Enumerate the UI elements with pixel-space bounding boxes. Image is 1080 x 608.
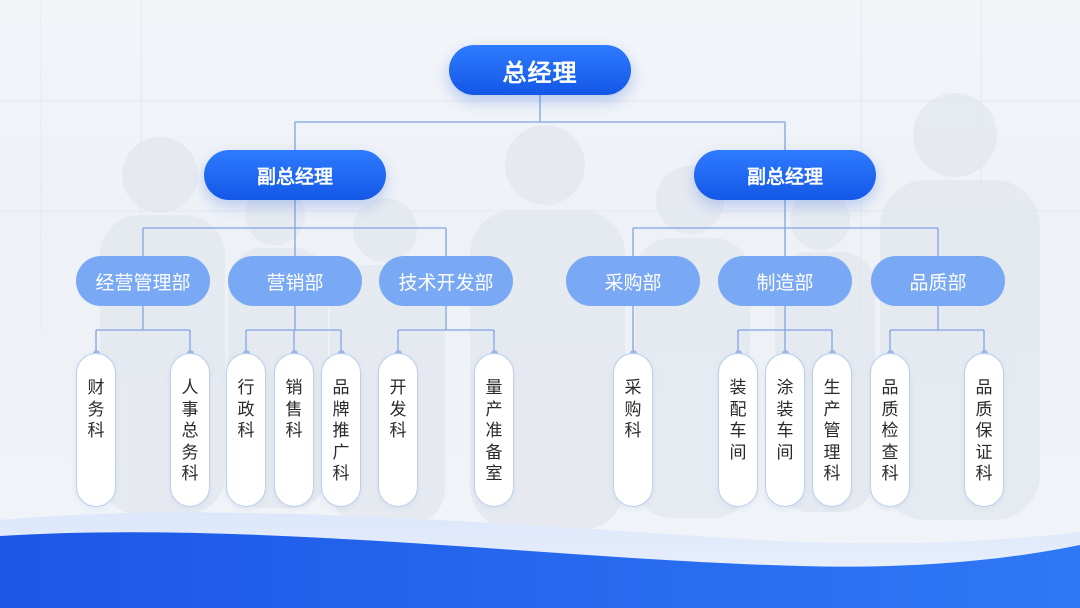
node-deputy-gm-left: 副总经理: [204, 150, 386, 200]
section-char: 科: [87, 421, 105, 441]
section-char: 广: [332, 442, 350, 463]
node-dept-manufacturing: 制造部: [718, 256, 852, 306]
section-char: 间: [776, 442, 794, 463]
section-char: 保: [975, 421, 993, 441]
section-char: 购: [624, 399, 642, 420]
node-dept-marketing: 营销部: [228, 256, 362, 306]
section-char: 量: [485, 378, 503, 398]
node-section: 装配车间: [718, 353, 758, 507]
node-section: 开发科: [378, 353, 418, 507]
section-char: 事: [181, 399, 199, 420]
section-char: 开: [389, 378, 407, 398]
node-dept-business-management: 经营管理部: [76, 256, 210, 306]
node-label: 制造部: [756, 271, 814, 294]
section-char: 品: [975, 378, 993, 398]
node-section: 涂装车间: [765, 353, 805, 507]
section-char: 室: [485, 464, 503, 484]
node-dept-quality: 品质部: [871, 256, 1005, 306]
section-char: 质: [881, 399, 899, 420]
section-char: 车: [729, 421, 747, 441]
section-char: 推: [332, 421, 350, 441]
section-char: 务: [181, 442, 199, 463]
node-section: 生产管理科: [812, 353, 852, 507]
section-char: 装: [729, 378, 747, 398]
section-char: 科: [624, 421, 642, 441]
section-char: 财: [87, 378, 105, 398]
node-label: 营销部: [266, 271, 324, 294]
section-char: 务: [87, 399, 105, 420]
node-label: 采购部: [604, 271, 662, 294]
section-char: 人: [181, 378, 199, 398]
node-label: 总经理: [502, 58, 578, 87]
node-section: 人事总务科: [170, 353, 210, 507]
section-char: 品: [881, 378, 899, 398]
section-char: 理: [823, 442, 841, 463]
node-section: 行政科: [226, 353, 266, 507]
section-char: 产: [485, 399, 503, 420]
section-char: 科: [975, 464, 993, 484]
node-dept-tech-development: 技术开发部: [379, 256, 513, 306]
node-section: 品质保证科: [964, 353, 1004, 507]
node-section: 财务科: [76, 353, 116, 507]
section-char: 备: [485, 442, 503, 463]
section-char: 管: [823, 421, 841, 441]
section-char: 涂: [776, 378, 794, 398]
section-char: 科: [389, 421, 407, 441]
node-section: 品质检查科: [870, 353, 910, 507]
section-char: 售: [285, 399, 303, 420]
section-char: 间: [729, 442, 747, 463]
node-label: 品质部: [909, 271, 967, 294]
section-char: 产: [823, 399, 841, 420]
node-section: 品牌推广科: [321, 353, 361, 507]
section-char: 准: [485, 421, 503, 441]
section-char: 销: [285, 378, 303, 398]
section-char: 生: [823, 378, 841, 398]
section-char: 政: [237, 399, 255, 420]
section-char: 装: [776, 399, 794, 420]
section-char: 质: [975, 399, 993, 420]
node-deputy-gm-right: 副总经理: [694, 150, 876, 200]
section-char: 科: [881, 464, 899, 484]
section-char: 查: [881, 442, 899, 463]
section-char: 科: [181, 464, 199, 484]
section-char: 配: [729, 399, 747, 420]
node-general-manager: 总经理: [449, 45, 631, 95]
section-char: 科: [823, 464, 841, 484]
section-char: 总: [181, 421, 199, 441]
node-label: 副总经理: [256, 165, 333, 188]
section-char: 牌: [332, 399, 350, 420]
section-char: 证: [975, 442, 993, 463]
section-char: 科: [332, 464, 350, 484]
node-label: 经营管理部: [95, 271, 191, 294]
section-char: 行: [237, 378, 255, 398]
node-dept-procurement: 采购部: [566, 256, 700, 306]
section-char: 检: [881, 421, 899, 441]
node-label: 技术开发部: [398, 271, 494, 294]
section-char: 科: [285, 421, 303, 441]
section-char: 发: [389, 399, 407, 420]
node-section: 销售科: [274, 353, 314, 507]
node-section: 采购科: [613, 353, 653, 507]
section-char: 采: [624, 378, 642, 398]
node-section: 量产准备室: [474, 353, 514, 507]
node-label: 副总经理: [746, 165, 823, 188]
section-char: 品: [332, 378, 350, 398]
section-char: 科: [237, 421, 255, 441]
section-char: 车: [776, 421, 794, 441]
